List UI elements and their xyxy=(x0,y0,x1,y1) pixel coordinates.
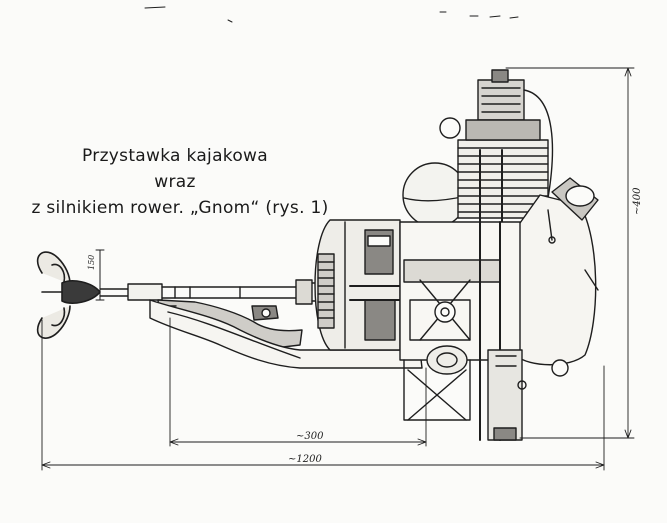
propeller-shaft xyxy=(99,279,351,305)
fuel-tank xyxy=(514,194,599,377)
prop-mount-label: ~300 xyxy=(296,431,324,442)
shaft-height-label: 150 xyxy=(87,255,96,270)
carburettor xyxy=(547,177,599,244)
support-leg xyxy=(403,345,527,441)
paper-marks xyxy=(144,6,519,23)
dimension-lines xyxy=(41,67,635,471)
caption-subtitle: wraz xyxy=(154,172,196,192)
cylinder xyxy=(439,69,554,261)
caption-figure-ref: z silnikiem rower. „Gnom“ (rys. 1) xyxy=(31,198,329,218)
propeller xyxy=(36,251,101,339)
shaft-height-dimension xyxy=(95,249,105,301)
height-label: ~400 xyxy=(632,187,643,215)
overall-length-label: ~1200 xyxy=(288,454,322,465)
flywheel-housing xyxy=(314,219,401,351)
caption-title: Przystawka kajakowa xyxy=(82,146,268,166)
clamp-arm xyxy=(149,299,423,369)
